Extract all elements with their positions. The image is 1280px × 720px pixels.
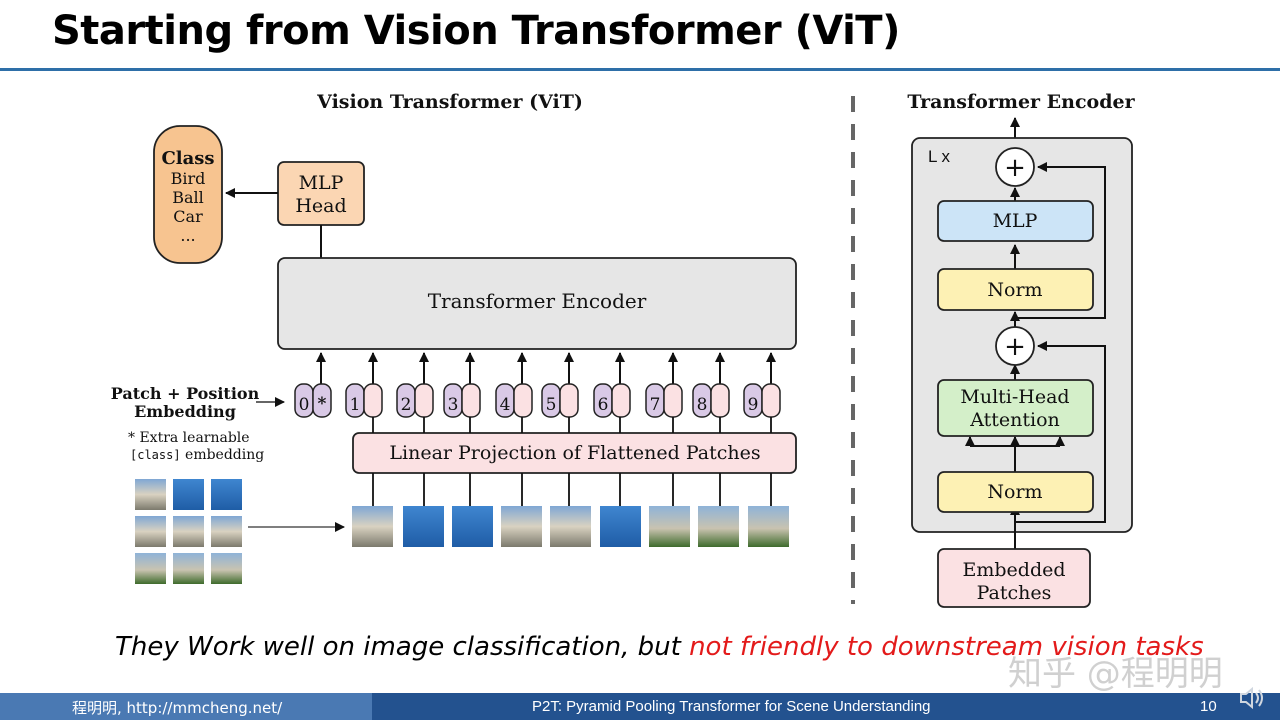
mlp-head-box: MLP Head — [277, 161, 365, 226]
patch-embedding-label: Embedding — [134, 402, 236, 421]
svg-text:Embedded: Embedded — [962, 559, 1065, 581]
class-heading: Class — [161, 148, 214, 169]
position-tokens: 0 * 1 2 3 4 5 — [294, 383, 781, 418]
token-pair: 4 — [495, 383, 533, 418]
svg-text:Multi-Head: Multi-Head — [960, 386, 1069, 408]
multi-head-attention-block: Multi-Head Attention — [937, 379, 1094, 437]
mlp-head-label: Head — [295, 195, 346, 217]
mlp-head-label: MLP — [299, 172, 344, 194]
token-number: 2 — [401, 395, 412, 415]
mlp-block: MLP — [937, 200, 1094, 242]
token-number: 4 — [500, 395, 511, 415]
token-number: 5 — [546, 395, 557, 415]
token-pair: 8 — [692, 383, 730, 418]
projection-arrows — [372, 417, 772, 506]
token-pair: 6 — [593, 383, 631, 418]
svg-text:+: + — [1004, 332, 1026, 362]
footer-author-panel: 程明明, http://mmcheng.net/ — [0, 693, 372, 720]
image-patch-grid — [135, 479, 242, 584]
residual-add-bottom: + — [995, 326, 1035, 366]
svg-text:Patches: Patches — [977, 582, 1052, 604]
token-pair: 2 — [396, 383, 434, 418]
caption-highlight: not friendly to downstream vision tasks — [689, 632, 1204, 662]
encoder-label: Transformer Encoder — [428, 289, 647, 313]
token-pair: 9 — [743, 383, 781, 418]
token-number: 3 — [448, 395, 459, 415]
token-number: 8 — [697, 395, 708, 415]
transformer-encoder-box: Transformer Encoder — [277, 257, 797, 350]
class-token-mark: * — [318, 394, 327, 414]
vit-diagram: Vision Transformer (ViT) Class Bird Ball… — [111, 91, 1136, 608]
token-number: 9 — [748, 395, 759, 415]
zhihu-watermark: 知乎 @程明明 — [1008, 654, 1223, 694]
vit-title: Vision Transformer (ViT) — [316, 91, 583, 113]
token-number: 7 — [650, 395, 661, 415]
norm-block-bottom: Norm — [937, 471, 1094, 513]
linear-projection-box: Linear Projection of Flattened Patches — [352, 432, 797, 474]
token-pair: 7 — [645, 383, 683, 418]
svg-text:Norm: Norm — [987, 279, 1042, 301]
class-item: Ball — [172, 188, 204, 207]
token-pair: 0 * — [294, 383, 332, 418]
slide-title: Starting from Vision Transformer (ViT) — [52, 8, 900, 54]
title-divider — [0, 68, 1280, 71]
extra-embedding-note: * Extra learnable — [128, 430, 250, 446]
token-arrows — [316, 352, 776, 384]
slide-caption: They Work well on image classification, … — [115, 632, 1204, 662]
footer-talk-title: P2T: Pyramid Pooling Transformer for Sce… — [532, 698, 931, 715]
slide-footer: 程明明, http://mmcheng.net/ P2T: Pyramid Po… — [0, 693, 1280, 720]
token-number: 0 — [299, 395, 310, 415]
caption-text: They Work well on image classification, … — [115, 632, 690, 662]
embedded-patches-block: Embedded Patches — [937, 548, 1091, 608]
encoder-block-title: Transformer Encoder — [907, 91, 1135, 113]
class-item: Bird — [171, 169, 206, 188]
residual-add-top: + — [995, 147, 1035, 187]
svg-text:+: + — [1004, 153, 1026, 183]
speaker-icon[interactable] — [1236, 683, 1266, 713]
token-pair: 5 — [541, 383, 579, 418]
layer-repeat-label: L x — [928, 147, 951, 166]
svg-text:MLP: MLP — [993, 210, 1038, 232]
class-embedding-note: [class] embedding — [130, 447, 264, 463]
token-pair: 3 — [443, 383, 481, 418]
svg-text:Attention: Attention — [969, 409, 1060, 431]
flattened-patch-strip — [352, 506, 789, 547]
projection-label: Linear Projection of Flattened Patches — [389, 442, 760, 464]
token-pair: 1 — [345, 383, 383, 418]
token-number: 6 — [598, 395, 609, 415]
class-output-box: Class Bird Ball Car ... — [153, 125, 223, 264]
footer-author: 程明明, http://mmcheng.net/ — [72, 699, 283, 717]
norm-block-top: Norm — [937, 268, 1094, 311]
class-item: ... — [180, 226, 195, 245]
token-number: 1 — [350, 395, 361, 415]
patch-embedding-label: Patch + Position — [111, 384, 260, 403]
class-item: Car — [173, 207, 203, 226]
svg-text:Norm: Norm — [987, 481, 1042, 503]
page-number: 10 — [1200, 698, 1217, 715]
